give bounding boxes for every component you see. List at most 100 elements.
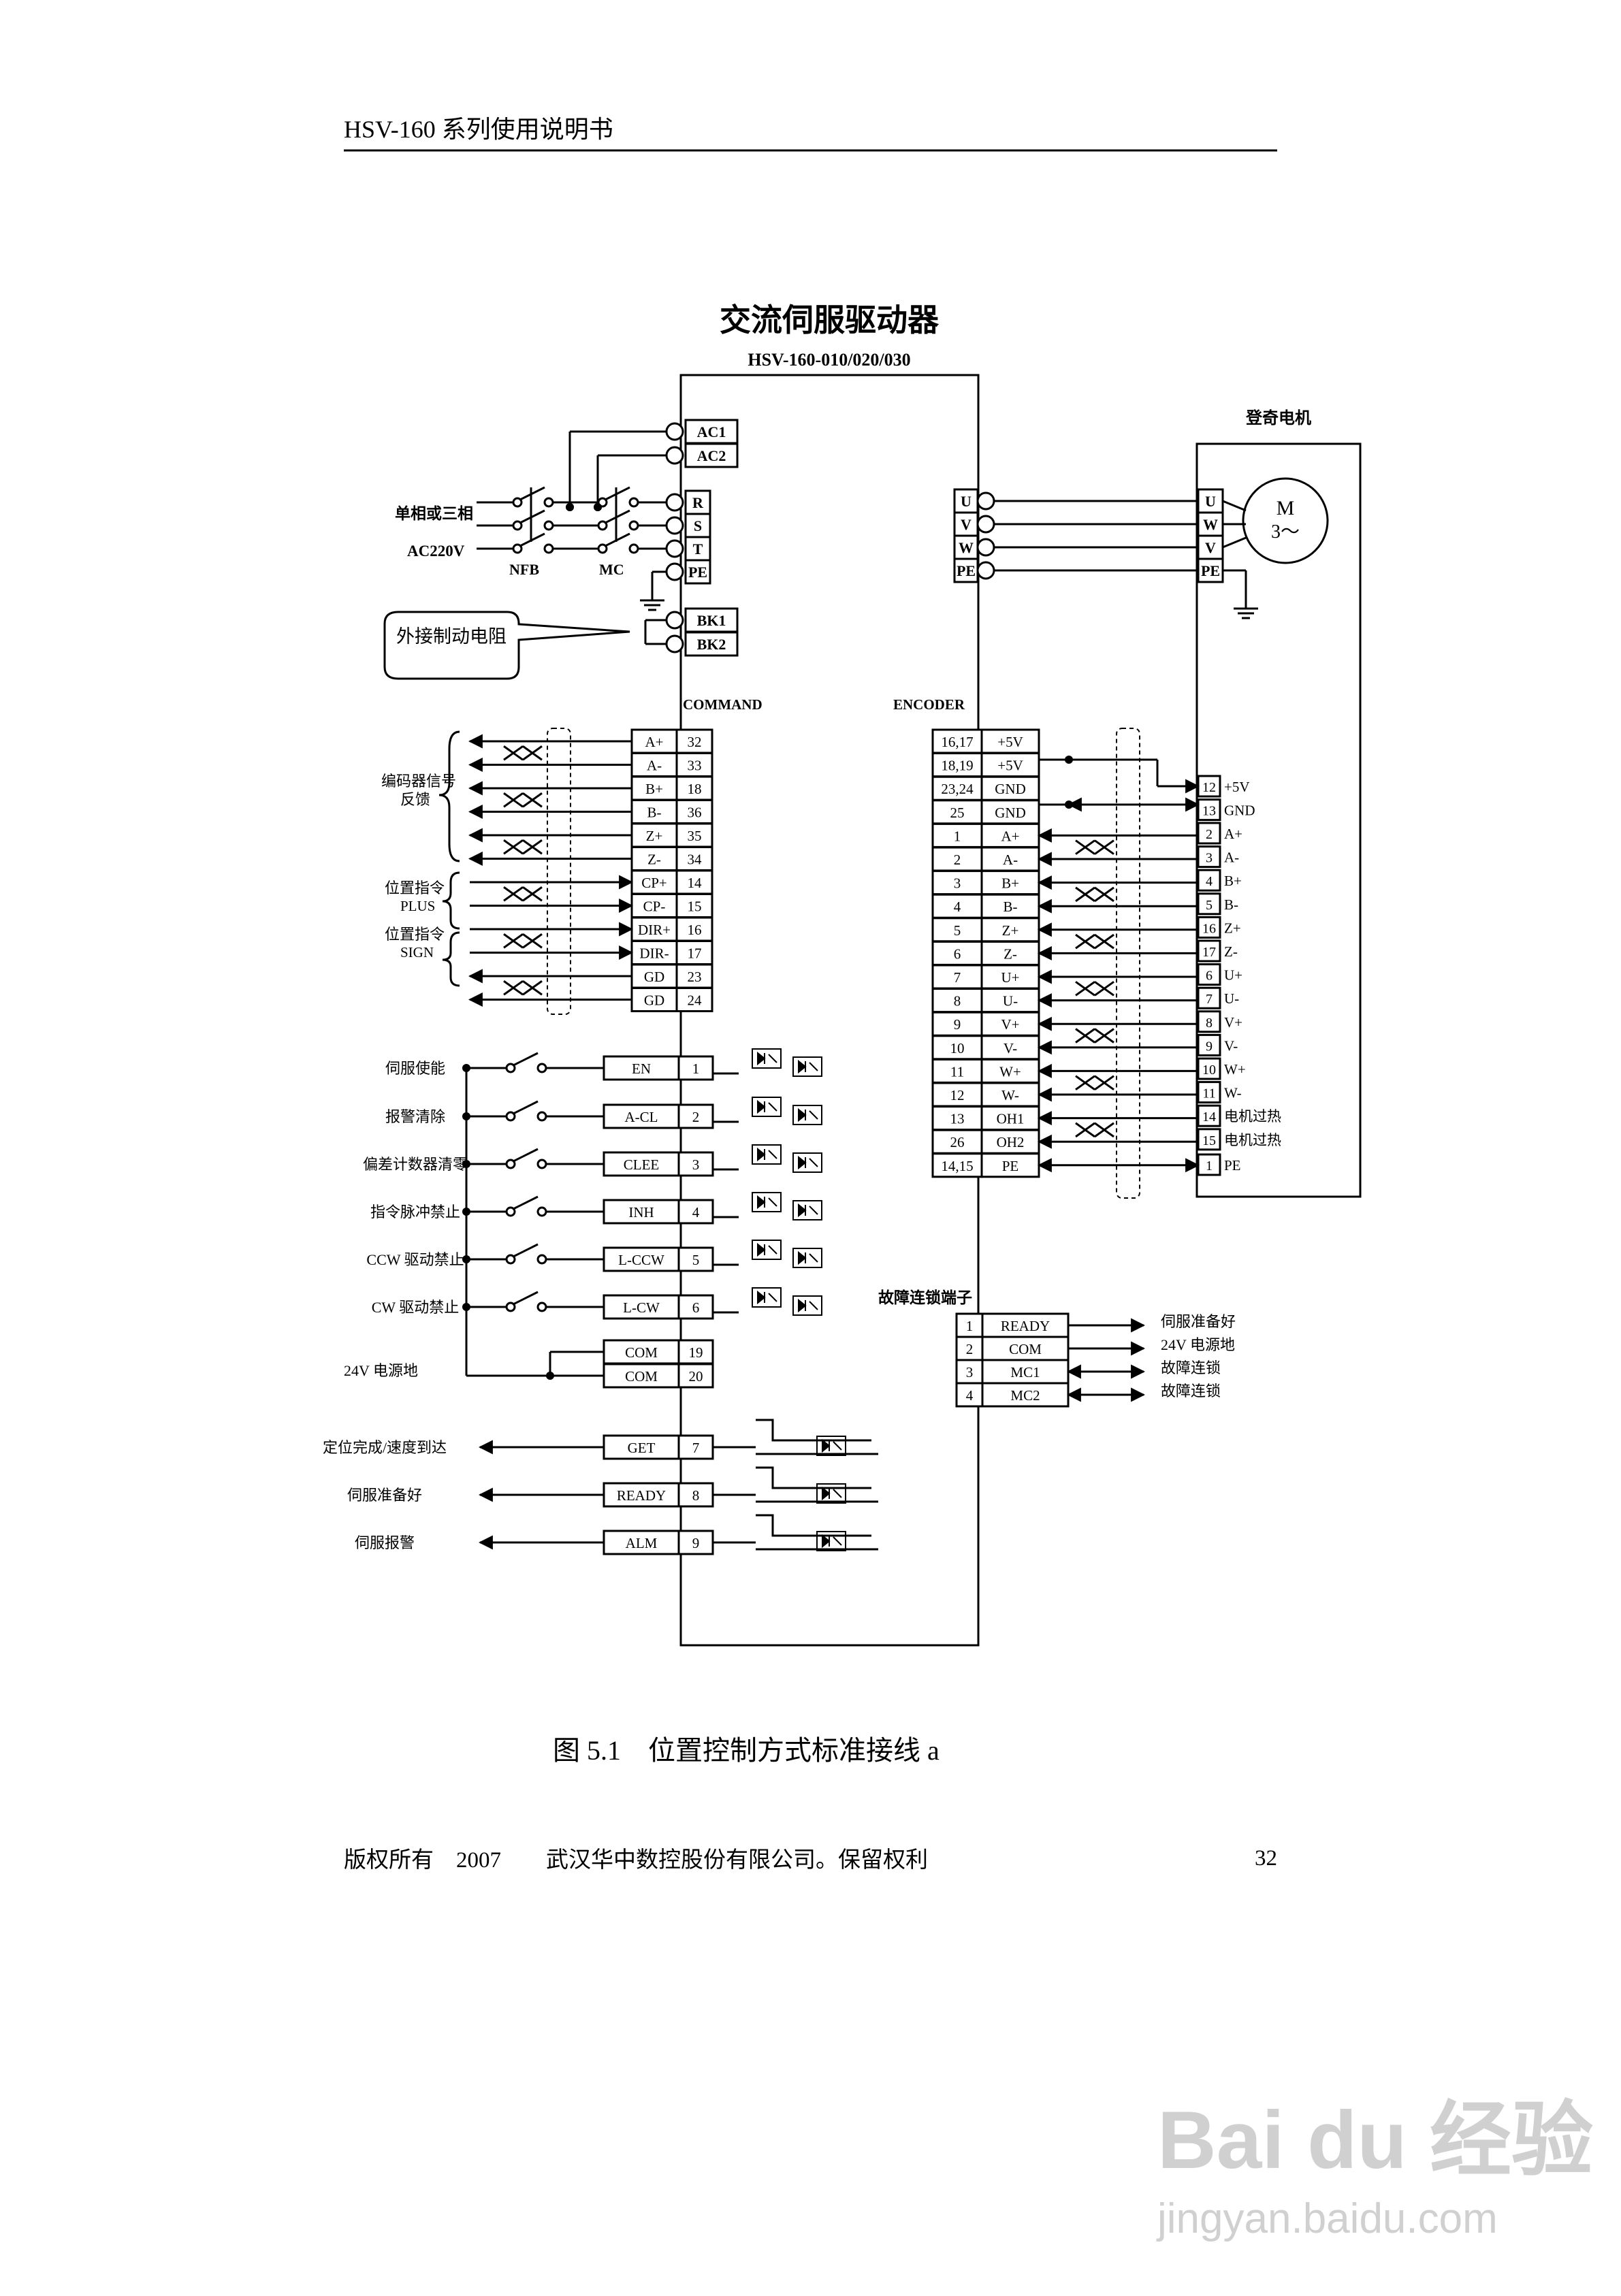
com-signal-label: COM	[625, 1344, 658, 1361]
input-signal-box	[603, 1199, 680, 1225]
opto-body	[792, 1248, 822, 1268]
input-optocoupler-icon	[752, 1240, 782, 1260]
input-switch	[505, 1301, 516, 1312]
input-label: CCW 驱动禁止	[366, 1251, 464, 1268]
motor-encoder-signal-label: B+	[1224, 873, 1242, 889]
input-signal-label: L-CCW	[618, 1252, 664, 1268]
input-pin-box	[677, 1246, 714, 1272]
output-pin-box	[677, 1530, 714, 1555]
opto-led	[798, 1250, 818, 1265]
motor-encoder-pin-box	[1197, 892, 1221, 916]
page-number: 32	[1255, 1846, 1277, 1871]
terminal-label-driver-w: W	[959, 539, 974, 556]
input-signal-label: A-CL	[625, 1109, 658, 1125]
twisted-pair-encoder	[1075, 1075, 1114, 1090]
output-label: 伺服准备好	[347, 1487, 422, 1504]
terminal-label-motor-pe: PE	[1201, 562, 1220, 579]
command-pin-number: 16	[688, 922, 702, 938]
junction-dot	[566, 503, 574, 511]
motor-encoder-pin-number: 8	[1206, 1016, 1213, 1031]
opto-led	[757, 1099, 777, 1114]
opto-body	[752, 1192, 782, 1212]
footer-copyright: 版权所有 2007 武汉华中数控股份有限公司。保留权利	[344, 1847, 928, 1873]
command-header: COMMAND	[683, 696, 763, 713]
supply-voltage: AC220V	[407, 543, 465, 560]
terminal-label-ac2: AC2	[697, 447, 726, 464]
twisted-pair-encoder	[1075, 886, 1114, 903]
fault-output-label: 故障连锁	[1161, 1383, 1221, 1400]
com-pin-box	[677, 1363, 714, 1389]
brace-encoder	[438, 730, 460, 862]
motor-encoder-signal-label: U-	[1224, 990, 1239, 1007]
terminal-label-t: T	[693, 540, 703, 557]
output-pin-box	[677, 1482, 714, 1508]
motor-encoder-pin-box	[1197, 775, 1221, 798]
encoder-pin-number: 2	[954, 852, 961, 868]
input-label: 偏差计数器清零	[363, 1156, 468, 1173]
input-switch	[536, 1206, 547, 1217]
brake-resistor-label: 外接制动电阻	[396, 626, 507, 647]
input-switch	[536, 1063, 547, 1073]
group-label-sign: SIGN	[400, 944, 434, 960]
encoder-signal-label: U-	[1003, 993, 1018, 1009]
command-signal-label: CP+	[641, 875, 667, 891]
encoder-pin-box	[931, 893, 983, 919]
nfb-breaker-contact	[512, 520, 523, 531]
input-optocoupler-icon	[792, 1152, 822, 1173]
encoder-signal-label: W+	[999, 1063, 1021, 1080]
encoder-signal-label: A-	[1003, 852, 1018, 868]
terminal-box-driver-pe	[953, 557, 979, 583]
encoder-pin-number: 10	[950, 1040, 965, 1056]
terminal-box-pe	[684, 559, 711, 585]
brake-resistor-callout	[383, 611, 630, 680]
motor-encoder-signal-label: +5V	[1224, 779, 1250, 795]
mc-label: MC	[599, 561, 624, 578]
opto-led	[757, 1195, 777, 1210]
motor-encoder-pin-number: 14	[1202, 1110, 1216, 1125]
encoder-signal-box	[980, 1011, 1040, 1037]
motor-encoder-signal-label: V+	[1224, 1014, 1242, 1031]
brace-sign	[442, 931, 460, 987]
input-optocoupler-icon	[792, 1248, 822, 1268]
motor-encoder-pin-box	[1197, 845, 1221, 869]
fault-signal-label: COM	[1009, 1341, 1042, 1357]
com-signal-label: COM	[625, 1368, 658, 1385]
input-pin-box	[677, 1055, 714, 1081]
brace-plus	[442, 871, 460, 930]
input-pin-box	[677, 1294, 714, 1320]
encoder-signal-label: OH2	[997, 1134, 1025, 1150]
command-pin-number: 36	[688, 805, 702, 821]
motor-encoder-signal-label: GND	[1224, 803, 1255, 819]
command-pin-box	[675, 987, 713, 1012]
mc-contactor-contact	[605, 532, 630, 547]
command-cable-shield	[547, 728, 571, 1015]
mc-contactor-contact	[628, 497, 639, 508]
nfb-label: NFB	[509, 561, 539, 578]
fault-signal-box	[981, 1382, 1070, 1408]
motor-encoder-pin-box	[1197, 1104, 1221, 1127]
terminal-label-ac1: AC1	[697, 423, 726, 440]
motor-encoder-pin-box	[1197, 1081, 1221, 1104]
encoder-signal-label: Z-	[1004, 945, 1017, 962]
input-signal-box	[603, 1055, 680, 1081]
motor-encoder-pin-box	[1197, 939, 1221, 963]
encoder-signal-box	[980, 752, 1040, 778]
input-switch	[513, 1195, 539, 1210]
motor-encoder-signal-label: U+	[1224, 967, 1242, 984]
encoder-pin-box	[931, 775, 983, 801]
fault-title: 故障连锁端子	[878, 1289, 972, 1306]
encoder-pin-number: 13	[950, 1111, 965, 1127]
terminal-s	[665, 516, 684, 535]
group-label-feedback: 反馈	[400, 791, 430, 808]
encoder-signal-box	[980, 917, 1040, 943]
motor-encoder-pin-box	[1197, 822, 1221, 845]
terminal-label-driver-v: V	[961, 516, 972, 533]
terminal-bk1	[665, 611, 684, 630]
input-switch	[513, 1100, 539, 1115]
input-switch	[505, 1063, 516, 1073]
motor-winding-wire	[1222, 500, 1247, 512]
input-switch	[513, 1243, 539, 1258]
nfb-breaker-contact	[519, 509, 545, 524]
encoder-pin-number: 8	[954, 993, 961, 1009]
encoder-signal-label: Z+	[1002, 922, 1019, 939]
